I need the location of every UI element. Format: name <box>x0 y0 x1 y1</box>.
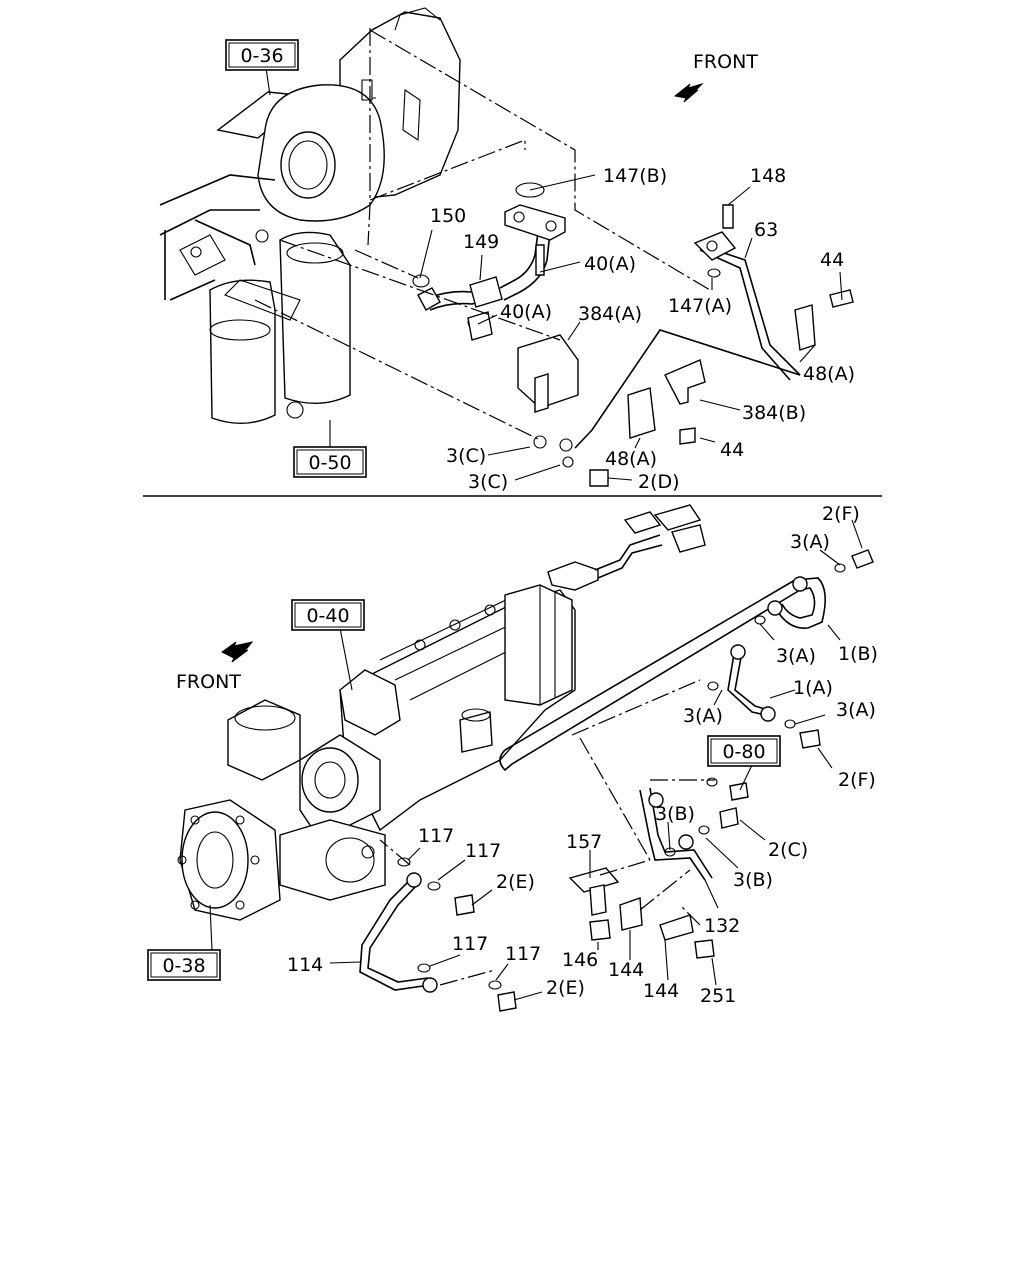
ref-0-80-text: 0-80 <box>722 741 765 763</box>
callout-3c-2: 3(C) <box>468 471 508 493</box>
lower-section: FRONT 0-40 0-80 0-38 2(F) 3(A) 3(A) 1(B)… <box>147 503 878 1012</box>
callout-157: 157 <box>566 831 602 853</box>
callout-1b: 1(B) <box>838 643 878 665</box>
ref-box-0-40: 0-40 <box>291 599 365 631</box>
callout-144-b: 144 <box>643 980 679 1002</box>
callout-44-1: 44 <box>820 249 844 271</box>
callout-40a-2: 40(A) <box>500 301 552 323</box>
air-compressor-drawing <box>227 699 381 841</box>
callout-1a: 1(A) <box>793 677 833 699</box>
ref-box-0-80: 0-80 <box>707 735 781 767</box>
callout-3b-1: 3(B) <box>655 803 695 825</box>
upper-section: FRONT 0-36 0-50 147(B) 148 150 149 63 40… <box>159 7 855 493</box>
callout-3a-2: 3(A) <box>776 645 816 667</box>
callout-2c: 2(C) <box>768 839 808 861</box>
upper-leader-lines <box>265 67 843 481</box>
lower-dashed-lines <box>379 679 715 986</box>
ref-box-0-50: 0-50 <box>293 446 367 478</box>
callout-2d: 2(D) <box>638 471 680 493</box>
callout-150: 150 <box>430 205 466 227</box>
callout-117-b: 117 <box>465 840 501 862</box>
callout-2e-2: 2(E) <box>546 977 585 999</box>
callout-3a-3: 3(A) <box>683 705 723 727</box>
callout-63: 63 <box>754 219 778 241</box>
ref-box-0-38: 0-38 <box>147 949 221 981</box>
callout-3c-1: 3(C) <box>446 445 486 467</box>
front-arrow-upper <box>673 82 704 103</box>
callout-2f-2: 2(F) <box>838 769 876 791</box>
engine-block-drawing <box>159 174 276 301</box>
callout-2e-1: 2(E) <box>496 871 535 893</box>
lower-leader-lines <box>209 519 863 1001</box>
oil-pipes-drawing <box>412 182 854 487</box>
front-label-lower: FRONT <box>176 671 241 693</box>
front-label-upper: FRONT <box>693 51 758 73</box>
callout-148: 148 <box>750 165 786 187</box>
ref-box-0-36: 0-36 <box>225 39 299 71</box>
lower-pipes-drawing <box>359 549 874 1012</box>
callout-2f-1: 2(F) <box>822 503 860 525</box>
flange-drawing <box>177 799 386 921</box>
oil-filter-drawing <box>209 231 351 425</box>
callout-48a-1: 48(A) <box>803 363 855 385</box>
ref-0-50-text: 0-50 <box>308 452 351 474</box>
callout-147a: 147(A) <box>668 295 732 317</box>
callout-132: 132 <box>704 915 740 937</box>
callout-3b-2: 3(B) <box>733 869 773 891</box>
callout-147b: 147(B) <box>603 165 667 187</box>
callout-251: 251 <box>700 985 736 1007</box>
callout-384a: 384(A) <box>578 303 642 325</box>
injection-pump-drawing <box>339 504 706 832</box>
front-arrow-lower <box>221 641 254 663</box>
callout-117-c: 117 <box>452 933 488 955</box>
callout-117-d: 117 <box>505 943 541 965</box>
callout-117-a: 117 <box>418 825 454 847</box>
callout-384b: 384(B) <box>742 402 806 424</box>
callout-114: 114 <box>287 954 323 976</box>
callout-146: 146 <box>562 949 598 971</box>
callout-44-2: 44 <box>720 439 744 461</box>
callout-3a-4: 3(A) <box>836 699 876 721</box>
callout-48a-2: 48(A) <box>605 448 657 470</box>
callout-144-a: 144 <box>608 959 644 981</box>
upper-dashed-lines <box>254 28 711 441</box>
ref-0-36-text: 0-36 <box>240 45 283 67</box>
ref-0-38-text: 0-38 <box>162 955 205 977</box>
callout-40a-1: 40(A) <box>584 253 636 275</box>
callout-3a-1: 3(A) <box>790 531 830 553</box>
ref-0-40-text: 0-40 <box>306 605 349 627</box>
callout-149: 149 <box>463 231 499 253</box>
